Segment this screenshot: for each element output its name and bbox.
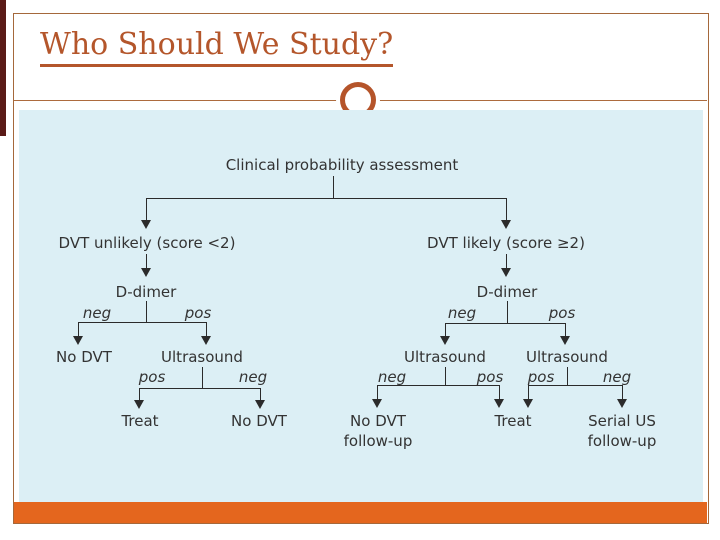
node-ultrasound-right1: Ultrasound [404, 348, 486, 366]
connector-line [260, 388, 261, 401]
node-serial-us-followup-line2: follow-up [587, 432, 657, 450]
connector-line [565, 323, 566, 337]
connector-line [506, 254, 507, 269]
connector-line [146, 301, 147, 322]
node-no-dvt-followup-line2: follow-up [343, 432, 413, 450]
arrowhead-down-icon [372, 399, 382, 408]
connector-line [139, 388, 261, 389]
connector-line [78, 322, 79, 336]
edge-label-left-pos: pos [184, 304, 212, 322]
node-ultrasound-left: Ultrasound [161, 348, 243, 366]
arrowhead-down-icon [141, 220, 151, 229]
connector-line [202, 367, 203, 388]
arrowhead-down-icon [523, 399, 533, 408]
connector-line [507, 301, 508, 323]
connector-line [139, 388, 140, 401]
node-ddimer-left: D-dimer [115, 283, 177, 301]
node-ultrasound-right2: Ultrasound [526, 348, 608, 366]
edge-label-right-us2-pos: pos [527, 368, 555, 386]
connector-line [499, 385, 500, 400]
connector-line [333, 176, 334, 199]
arrowhead-down-icon [560, 336, 570, 345]
node-ddimer-right: D-dimer [476, 283, 538, 301]
connector-line [528, 385, 529, 400]
connector-line [506, 198, 507, 220]
arrowhead-down-icon [501, 220, 511, 229]
node-serial-us-followup-line1: Serial US [588, 412, 656, 430]
node-no-dvt-left2: No DVT [231, 412, 287, 430]
node-no-dvt-followup: No DVT follow-up [344, 411, 413, 451]
connector-line [377, 385, 500, 386]
edge-label-right-neg: neg [447, 304, 477, 322]
edge-label-right-us2-neg: neg [602, 368, 632, 386]
slide-title: Who Should We Study? [40, 26, 394, 67]
slide-frame-border [13, 13, 709, 524]
connector-line [206, 322, 207, 336]
connector-line [622, 385, 623, 400]
node-no-dvt-followup-line1: No DVT [350, 412, 406, 430]
edge-label-right-us1-pos: pos [476, 368, 504, 386]
arrowhead-down-icon [617, 399, 627, 408]
node-dvt-likely: DVT likely (score ≥2) [427, 234, 585, 252]
node-serial-us-followup: Serial US follow-up [588, 411, 657, 451]
connector-line [567, 367, 568, 385]
arrowhead-down-icon [134, 400, 144, 409]
connector-line [445, 323, 566, 324]
node-dvt-unlikely: DVT unlikely (score <2) [58, 234, 236, 252]
edge-label-right-pos: pos [548, 304, 576, 322]
edge-label-right-us1-neg: neg [377, 368, 407, 386]
node-no-dvt-left: No DVT [56, 348, 112, 366]
connector-line [445, 323, 446, 337]
edge-label-left-us-neg: neg [238, 368, 268, 386]
connector-line [445, 367, 446, 385]
arrowhead-down-icon [440, 336, 450, 345]
connector-line [146, 198, 507, 199]
node-treat-right: Treat [494, 412, 532, 430]
connector-line [146, 198, 147, 220]
connector-line [78, 322, 207, 323]
bottom-accent-bar [14, 502, 707, 523]
arrowhead-down-icon [73, 336, 83, 345]
arrowhead-down-icon [494, 399, 504, 408]
connector-line [146, 254, 147, 269]
diagram-panel [19, 110, 703, 502]
arrowhead-down-icon [141, 268, 151, 277]
node-clinical-probability: Clinical probability assessment [225, 156, 459, 174]
node-treat-left: Treat [121, 412, 159, 430]
arrowhead-down-icon [501, 268, 511, 277]
connector-line [377, 385, 378, 400]
left-accent-bar [0, 0, 6, 136]
edge-label-left-us-pos: pos [138, 368, 166, 386]
arrowhead-down-icon [201, 336, 211, 345]
edge-label-left-neg: neg [82, 304, 112, 322]
arrowhead-down-icon [255, 400, 265, 409]
connector-line [528, 385, 623, 386]
